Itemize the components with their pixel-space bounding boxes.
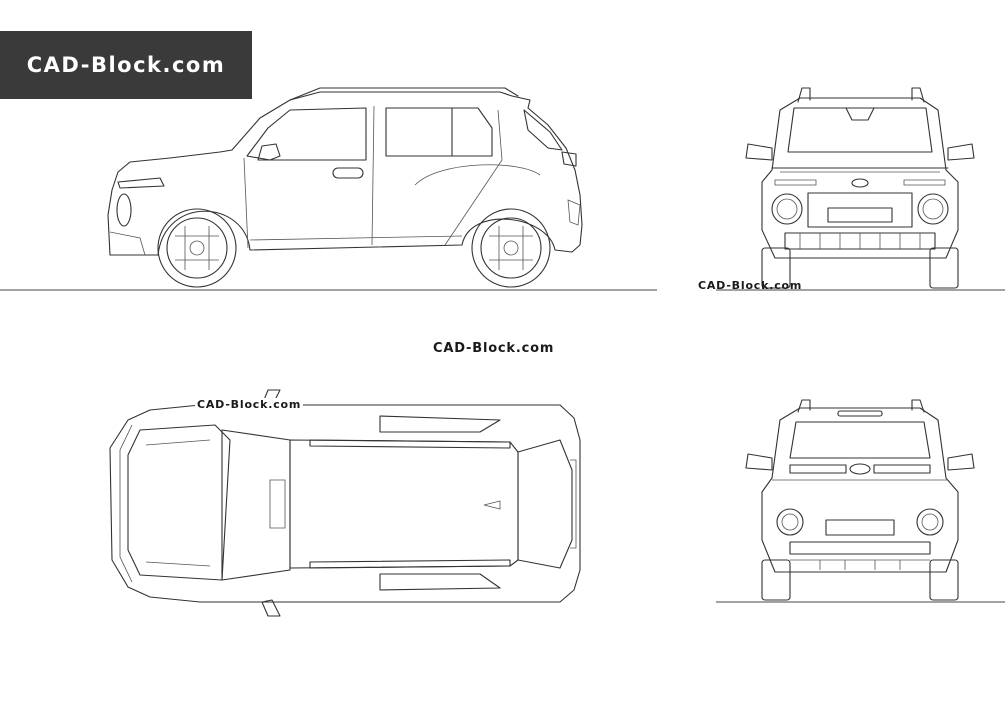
rear-taillight-bar-right [873,464,931,474]
side-rear-quarter-window [523,109,563,151]
top-view [109,389,581,617]
side-roof-rail [289,87,519,101]
top-roof-rail-upper [309,439,511,449]
rear-window [789,421,931,459]
front-windshield [787,107,933,153]
rear-tire-left [761,559,791,601]
side-mirror [257,143,281,161]
front-mirror-left [745,143,773,161]
watermark-front-view: CAD-Block.com [698,279,803,292]
site-logo: CAD-Block.com [0,31,252,99]
rear-view [716,399,1005,603]
side-view [0,87,657,291]
front-roof-rails [797,87,925,103]
front-tire-left [761,247,791,289]
top-hood [127,424,231,581]
rear-emblem [849,463,871,475]
rear-roof-rails [797,399,925,413]
watermark-center: CAD-Block.com [433,341,555,356]
front-hood-emblem [851,178,869,188]
front-headlight-left [771,193,803,225]
rear-lamp-right [916,508,944,536]
rear-spoiler-light [837,410,883,417]
front-view [716,87,1005,291]
rear-plate [825,519,895,536]
side-headlight [117,177,165,189]
top-windshield [221,429,291,581]
rear-body-outline [761,407,959,573]
front-plate [827,207,893,223]
top-roof-rail-lower [309,559,511,569]
rear-mirror-left [745,453,773,471]
top-body-outline [109,404,581,603]
side-fog-lamp [116,193,132,227]
rear-lamp-left [776,508,804,536]
watermark-top-view: CAD-Block.com [195,398,304,411]
rear-mirror-right [947,453,975,471]
top-roof [289,439,519,569]
side-front-window [246,107,367,161]
front-body-outline [761,97,959,259]
top-rear-window [517,439,573,569]
top-mirror-lower [261,599,281,617]
side-rear-window [385,107,493,157]
rear-taillight-bar-left [789,464,847,474]
rear-tire-right [929,559,959,601]
front-mirror-right [947,143,975,161]
side-door-handle [332,167,364,179]
side-front-wheel [157,208,237,288]
front-tire-right [929,247,959,289]
side-rear-wheel [471,208,551,288]
side-body-outline [107,91,583,256]
side-taillight [561,151,577,167]
top-side-window-lower [379,573,501,591]
front-grille [807,192,913,228]
rear-bumper-insert [789,541,931,555]
top-side-window-upper [379,415,501,433]
front-headlight-right [917,193,949,225]
